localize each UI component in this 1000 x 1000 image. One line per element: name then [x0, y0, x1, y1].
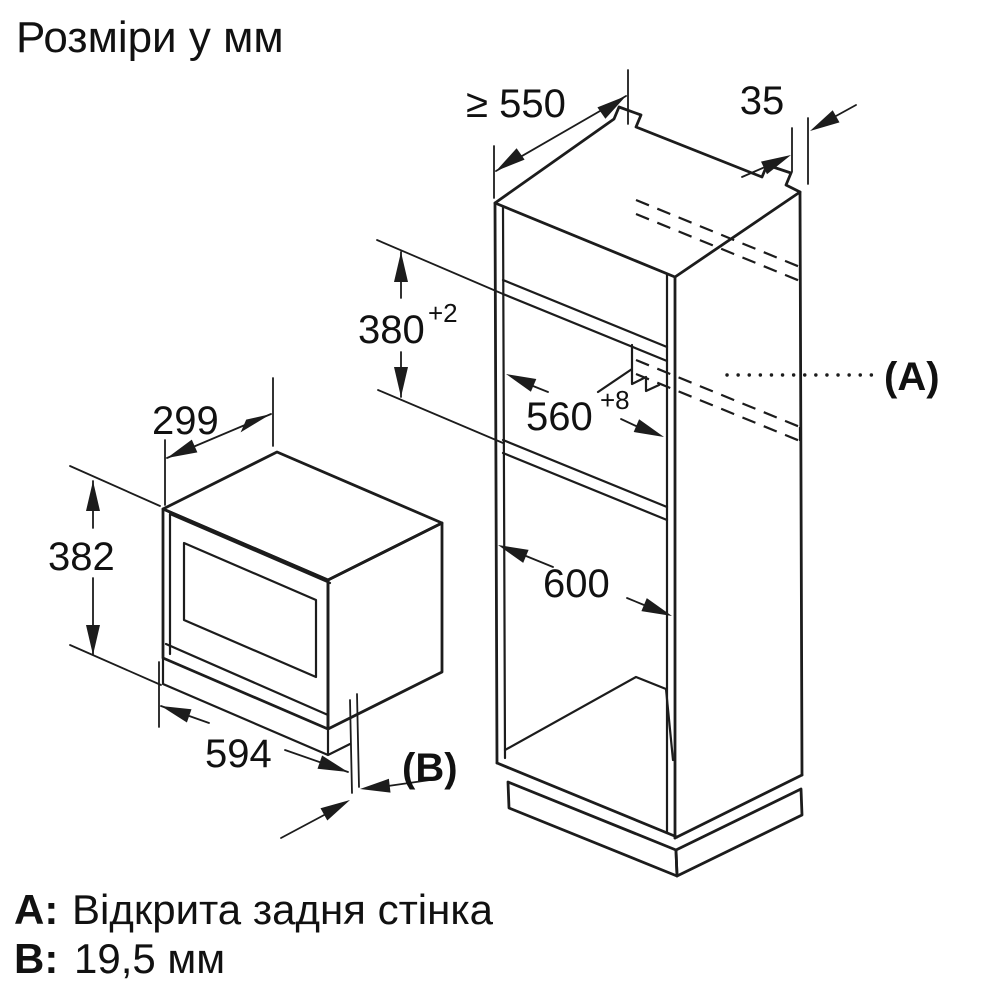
cabinet-floor [503, 675, 675, 762]
dim-niche-width: 560 +8 [506, 374, 664, 439]
dim-niche-width-tolerance: +8 [600, 385, 630, 415]
legend-b-key: B: [14, 935, 58, 982]
cabinet-back-right-edge [798, 190, 804, 777]
dim-oven-depth-label: 299 [152, 399, 219, 443]
open-back-shelf2-dashed [635, 358, 802, 443]
callout-a-label: (A) [884, 355, 940, 399]
legend-a-key: A: [14, 886, 58, 933]
cabinet-front-left-edge [493, 201, 499, 765]
open-back-shelf1-dashed [635, 198, 802, 283]
dim-rear-gap: 35 [740, 79, 857, 185]
dim-niche-height-tolerance: +2 [428, 298, 458, 328]
oven-door-bottom-strip [164, 642, 330, 717]
oven-right-face [326, 521, 444, 731]
dim-niche-depth: ≥ 550 [466, 69, 629, 199]
page-title: Розміри у мм [16, 13, 284, 62]
cabinet-top-face [493, 105, 802, 279]
callout-a: (A) [725, 355, 940, 399]
dim-oven-depth: 299 [152, 377, 274, 506]
cabinet-plinth-side [674, 787, 804, 878]
cabinet-shelf2 [501, 438, 669, 522]
oven-front-face [161, 507, 330, 731]
dim-oven-height-label: 382 [48, 535, 115, 579]
niche-rear-cutout [596, 343, 661, 394]
legend-a-text: Відкрита задня стінка [72, 886, 494, 933]
oven-top-face [161, 450, 444, 582]
callout-b-plane-lines [280, 693, 438, 839]
cabinet-front-left-inner [501, 205, 507, 760]
dim-niche-width-value: 560 [526, 395, 593, 439]
dim-niche-height: 380 +2 [358, 239, 504, 444]
legend: A: Відкрита задня стінка B: 19,5 мм [14, 886, 494, 982]
dim-cabinet-width-label: 600 [543, 562, 610, 606]
dim-niche-height-value: 380 [358, 308, 425, 352]
dim-niche-depth-label: ≥ 550 [466, 82, 566, 126]
cabinet-right-bottom-edge [673, 773, 804, 840]
callout-b: (B) [280, 693, 458, 839]
dim-rear-gap-label: 35 [740, 79, 785, 123]
cabinet-shelf1 [501, 278, 669, 363]
cabinet-plinth-front [506, 780, 679, 878]
cabinet-bottom-front-edge [495, 761, 679, 839]
dim-cabinet-width: 600 [498, 545, 672, 616]
callout-b-label: (B) [402, 746, 458, 790]
oven-door-window [182, 541, 318, 679]
oven-front-frame-inner [168, 512, 332, 656]
dim-oven-width: 594 [158, 661, 349, 776]
legend-b-text: 19,5 мм [74, 935, 225, 982]
dim-oven-height: 382 [48, 465, 162, 686]
oven-drawing [161, 450, 444, 757]
dim-oven-width-label: 594 [205, 732, 272, 776]
cabinet-drawing [493, 105, 804, 878]
oven-door-lip [161, 656, 352, 757]
